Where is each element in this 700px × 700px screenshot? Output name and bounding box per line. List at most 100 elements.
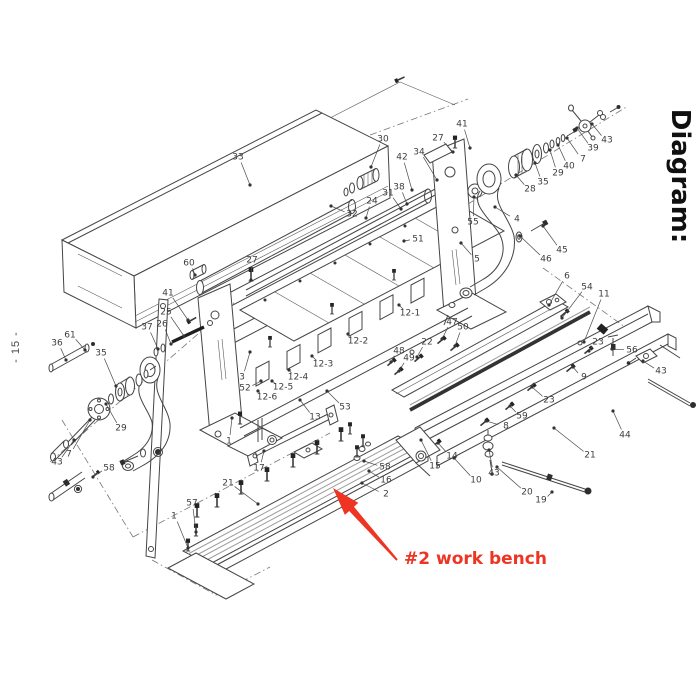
leader-dot [611, 409, 615, 413]
part-label: 33 [232, 153, 243, 163]
part-label: 7 [580, 155, 586, 165]
leader-dot [459, 241, 463, 245]
part-label: 12-4 [288, 373, 309, 383]
label-leader [92, 470, 103, 478]
label-leader [611, 348, 625, 351]
leader-dot [415, 355, 419, 359]
leader-dot [364, 216, 368, 220]
leader-dot [72, 438, 76, 442]
leader-dot [440, 337, 444, 341]
part-label: 12-5 [273, 383, 293, 393]
label-leader [326, 390, 340, 404]
leader-dot [88, 418, 92, 422]
label-leader [591, 123, 602, 136]
red-annotation: #2 work bench [333, 488, 547, 569]
leader-dot [571, 365, 575, 369]
part-label: 11 [598, 290, 609, 300]
leader-dot [182, 334, 186, 338]
leader-dot [582, 340, 586, 344]
leader-dot [298, 398, 302, 402]
part-label: 50 [457, 323, 469, 333]
part-label: 9 [581, 373, 587, 383]
leader-dot [547, 303, 551, 307]
label-leader [234, 486, 259, 505]
label-leader [423, 156, 438, 181]
clamp-bracket [226, 410, 324, 459]
label-leader [437, 442, 447, 453]
part-label: 8 [503, 422, 509, 432]
leader-dot [484, 419, 488, 423]
leader-dot [495, 465, 499, 469]
part-label: 12-2 [348, 337, 368, 347]
part-label: 61 [64, 331, 75, 341]
part-label: 34 [413, 148, 425, 158]
leader-dot [367, 469, 371, 473]
part-label: 36 [51, 339, 63, 349]
leader-dot [453, 344, 457, 348]
leader-dot [610, 347, 614, 351]
label-leader [361, 482, 379, 492]
label-leader [398, 362, 405, 372]
label-leader [576, 127, 589, 144]
leader-dot [230, 416, 234, 420]
part-label: 23 [543, 396, 554, 406]
label-leader [330, 205, 345, 213]
part-label: 59 [516, 412, 528, 422]
leader-dot [64, 358, 68, 362]
label-leader [363, 460, 378, 466]
part-label: 30 [377, 135, 389, 145]
work-bench [166, 421, 441, 600]
support-rails [413, 293, 696, 495]
part-label: 13 [309, 413, 320, 423]
part-label: 21 [222, 479, 233, 489]
leader-dot [587, 349, 591, 353]
label-leader [549, 149, 556, 168]
page-number: - 15 - [10, 331, 22, 363]
label-leader [542, 225, 558, 246]
part-label: 39 [587, 144, 599, 154]
label-leader [176, 521, 189, 549]
part-label: 35 [537, 178, 548, 188]
part-label: 4 [514, 215, 520, 225]
part-label: 40 [563, 162, 575, 172]
label-leader [557, 144, 566, 161]
leader-dot [472, 195, 476, 199]
label-leader [534, 162, 541, 177]
label-leader [403, 162, 413, 191]
label-leader [192, 508, 197, 533]
part-label: 25 [160, 308, 171, 318]
label-leader [250, 265, 252, 281]
leader-dot [325, 389, 329, 393]
part-label: 54 [581, 283, 593, 293]
label-leader [416, 346, 423, 358]
part-label: 19 [535, 496, 547, 506]
mid-rail-assembly [385, 299, 595, 413]
part-label: 46 [540, 255, 552, 265]
label-leader [103, 358, 117, 387]
part-label: 29 [552, 169, 564, 179]
part-label: 1 [171, 512, 177, 522]
part-label: 44 [619, 431, 631, 441]
leader-dot [369, 165, 373, 169]
label-leader [72, 419, 91, 450]
leader-dot [169, 342, 173, 346]
label-leader [612, 410, 622, 430]
leader-dot [550, 490, 554, 494]
label-leader [460, 242, 472, 255]
part-label: 47 [446, 318, 457, 328]
part-label: 56 [626, 346, 638, 356]
leader-dot [104, 402, 108, 406]
construction-lines [329, 74, 456, 119]
part-label: 15 [429, 462, 440, 472]
part-label: 26 [156, 320, 168, 330]
part-label: 48 [393, 347, 405, 357]
leader-dot [419, 438, 423, 442]
part-label: 10 [470, 476, 482, 486]
leader-dot [287, 368, 291, 372]
label-leader [150, 332, 159, 350]
leader-dot [397, 369, 401, 373]
label-leader [566, 137, 579, 155]
main-frame [197, 134, 508, 467]
part-label: 5 [474, 255, 480, 265]
